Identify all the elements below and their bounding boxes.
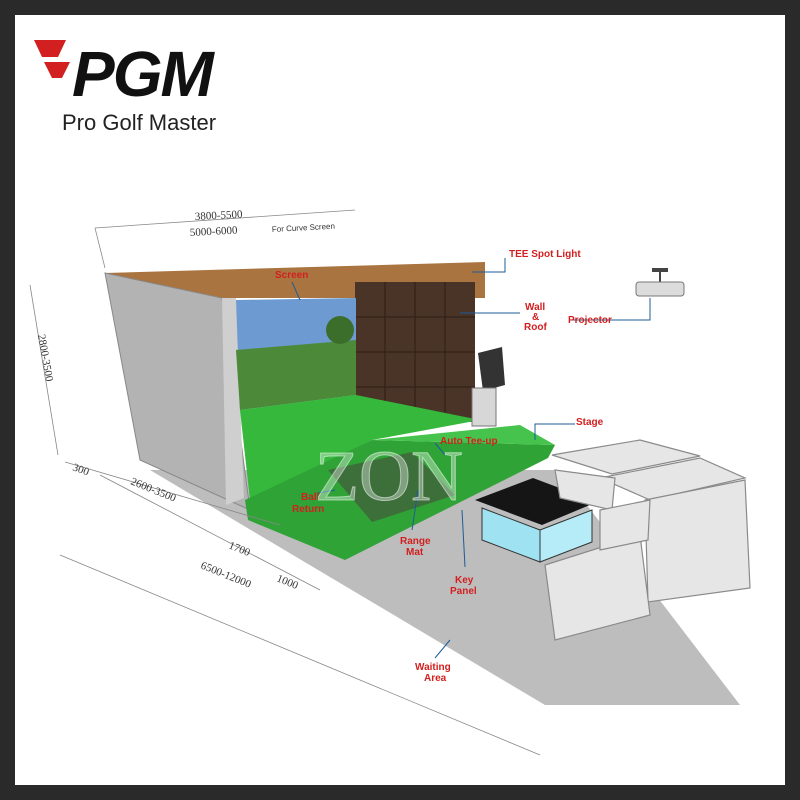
label-projector: Projector: [568, 315, 612, 326]
logo-red-chevron-top: [34, 40, 66, 57]
kiosk-icon: [471, 347, 505, 427]
label-key: Key: [455, 575, 474, 586]
room-inner-wall: [222, 298, 244, 505]
dim-1000: 1000: [275, 573, 300, 593]
dim-width-curve-note: For Curve Screen: [272, 222, 336, 234]
dim-width-curve: 5000-6000: [190, 224, 239, 239]
logo-text: PGM: [72, 38, 215, 110]
logo-red-chevron-bottom: [44, 62, 70, 78]
range-mat: [328, 452, 455, 522]
label-stage: Stage: [576, 417, 604, 428]
panel-grid: [355, 282, 475, 422]
label-wall: Wall: [525, 302, 545, 313]
projector-icon: [635, 268, 685, 297]
watermark: ZON: [315, 436, 463, 516]
label-waiting: Waiting: [415, 662, 451, 673]
dimension-lines: [29, 209, 541, 756]
pgm-logo: PGM: [34, 38, 217, 110]
label-mat: Mat: [406, 547, 424, 558]
label-range: Range: [400, 536, 431, 547]
screen-tree: [326, 316, 354, 344]
label-panel: Panel: [450, 586, 477, 597]
sofa: [544, 439, 751, 641]
tagline: Pro Golf Master: [62, 110, 217, 135]
coffee-table: [475, 478, 597, 563]
label-amp: &: [532, 312, 539, 323]
dim-1700: 1700: [227, 540, 252, 560]
label-roof: Roof: [524, 322, 547, 333]
label-return: Return: [292, 504, 324, 515]
dim-height: 2800-3500: [35, 333, 55, 383]
label-auto-tee-up: Auto Tee-up: [440, 436, 498, 447]
label-ball: Ball: [301, 492, 320, 503]
dim-total-depth: 6500-12000: [199, 560, 253, 591]
dim-300: 300: [71, 462, 91, 479]
dim-width: 3800-5500: [195, 208, 244, 223]
stage-top: [372, 425, 555, 445]
label-area: Area: [424, 673, 447, 684]
leader-lines: [291, 258, 651, 659]
green-floor: [240, 395, 480, 500]
label-tee-spot-light: TEE Spot Light: [509, 249, 581, 260]
label-screen: Screen: [275, 270, 308, 281]
screen-grass: [236, 340, 356, 410]
